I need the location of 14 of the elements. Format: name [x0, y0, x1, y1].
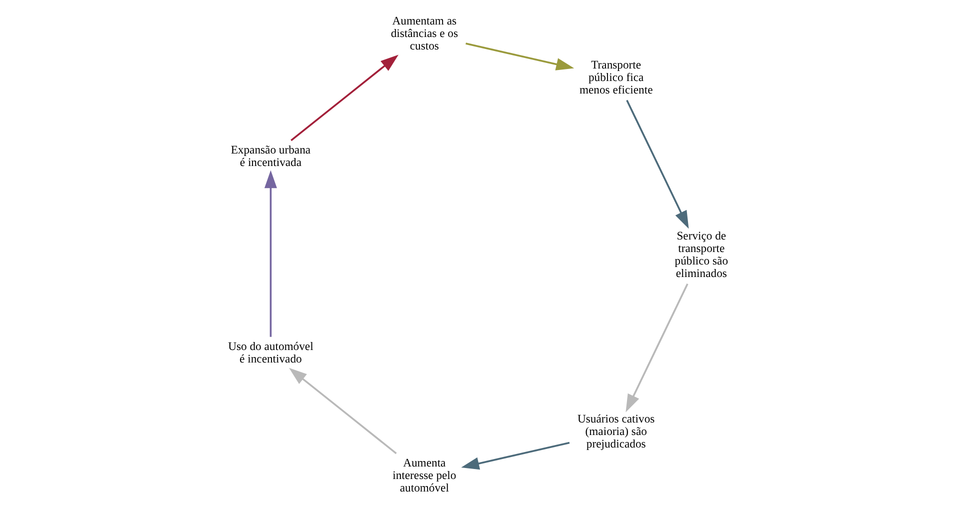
node-text: Expansão urbana é incentivada [230, 143, 310, 170]
arrow [264, 170, 276, 337]
arrow [465, 42, 574, 70]
arrow [626, 100, 688, 229]
node-text: Serviço de transporte público são eliminados [674, 229, 728, 280]
node-text: Uso do automóvel é incentivado [228, 340, 313, 366]
arrow [625, 283, 688, 412]
node-text: Transporte público fica menos eficiente [578, 58, 652, 96]
arrow [288, 368, 396, 454]
arrow [460, 442, 570, 470]
node-text: Aumenta interesse pelo automóvel [392, 456, 456, 494]
node-text: Usuários cativos (maioria) são prejudicados [577, 412, 654, 451]
arrow [290, 54, 398, 142]
node-text: Aumentam as distâncias e os custos [390, 14, 458, 53]
